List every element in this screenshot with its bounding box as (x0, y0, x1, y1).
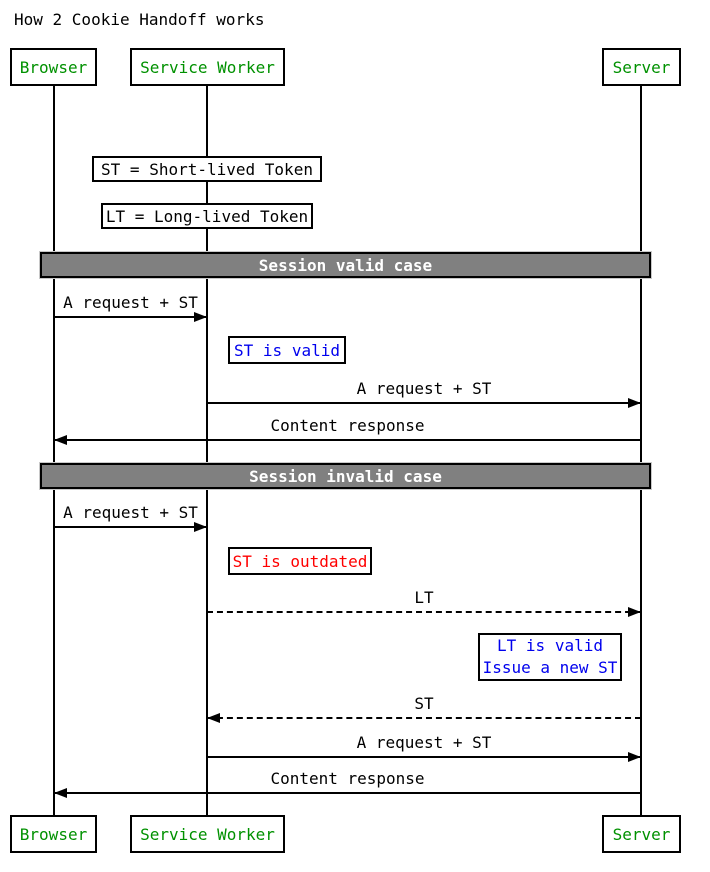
actor-service-worker-bottom: Service Worker (130, 815, 285, 853)
arrowhead-right-icon (628, 607, 641, 617)
note-st-is-outdated: ST is outdated (228, 547, 372, 575)
actor-server-label: Server (612, 824, 671, 844)
message-request-st-browser-sw: A request + ST (54, 292, 207, 322)
message-label: A request + ST (356, 733, 492, 752)
diagram-title: How 2 Cookie Handoff works (14, 10, 265, 29)
message-lt-sw-server: LT (207, 587, 641, 617)
section-divider-session-valid-label: Session valid case (258, 255, 433, 275)
note-lt-definition: LT = Long-lived Token (101, 203, 313, 229)
arrowhead-right-icon (194, 312, 207, 322)
message-label: LT (414, 588, 434, 607)
actor-service-worker-label: Service Worker (140, 824, 275, 844)
message-line (54, 439, 641, 441)
arrowhead-right-icon (628, 398, 641, 408)
note-st-is-valid: ST is valid (228, 336, 346, 364)
arrowhead-left-icon (54, 788, 67, 798)
arrowhead-right-icon (194, 522, 207, 532)
actor-browser-label: Browser (19, 824, 88, 844)
note-lt-is-valid-line1: LT is valid (497, 636, 603, 655)
message-label: A request + ST (63, 503, 198, 522)
note-st-is-valid-text: ST is valid (234, 340, 340, 360)
arrowhead-right-icon (628, 752, 641, 762)
message-label: Content response (270, 769, 425, 788)
message-label: A request + ST (63, 293, 198, 312)
note-lt-is-valid-line2: Issue a new ST (482, 658, 618, 677)
message-label: ST (414, 694, 434, 713)
note-st-definition-text: ST = Short-lived Token (101, 159, 313, 179)
message-st-server-sw: ST (207, 693, 641, 723)
message-line (54, 526, 207, 528)
message-line (207, 402, 641, 404)
note-lt-definition-text: LT = Long-lived Token (105, 206, 309, 226)
actor-service-worker-top: Service Worker (130, 48, 285, 86)
lifeline-browser (53, 86, 55, 815)
message-line (207, 717, 641, 719)
note-st-is-outdated-text: ST is outdated (232, 551, 368, 571)
message-line (54, 316, 207, 318)
section-divider-session-valid: Session valid case (40, 252, 651, 278)
message-label: A request + ST (356, 379, 492, 398)
message-request-st-browser-sw-2: A request + ST (54, 502, 207, 532)
actor-browser-label: Browser (19, 57, 88, 77)
message-line (207, 756, 641, 758)
message-line (54, 792, 641, 794)
actor-server-label: Server (612, 57, 671, 77)
message-line (207, 611, 641, 613)
lifeline-server (640, 85, 642, 815)
arrowhead-left-icon (207, 713, 220, 723)
actor-server-bottom: Server (602, 815, 681, 853)
message-request-st-sw-server-2: A request + ST (207, 732, 641, 762)
message-request-st-sw-server: A request + ST (207, 378, 641, 408)
message-content-response-1: Content response (54, 415, 641, 445)
message-label: Content response (270, 416, 425, 435)
actor-server-top: Server (602, 48, 681, 86)
note-st-definition: ST = Short-lived Token (92, 156, 322, 182)
message-content-response-2: Content response (54, 768, 641, 798)
actor-browser-top: Browser (10, 48, 97, 86)
actor-service-worker-label: Service Worker (140, 57, 275, 77)
arrowhead-left-icon (54, 435, 67, 445)
section-divider-session-invalid-label: Session invalid case (249, 466, 442, 486)
note-lt-is-valid: LT is valid Issue a new ST (478, 633, 622, 681)
lifeline-service-worker (206, 86, 208, 815)
section-divider-session-invalid: Session invalid case (40, 463, 651, 489)
actor-browser-bottom: Browser (10, 815, 97, 853)
